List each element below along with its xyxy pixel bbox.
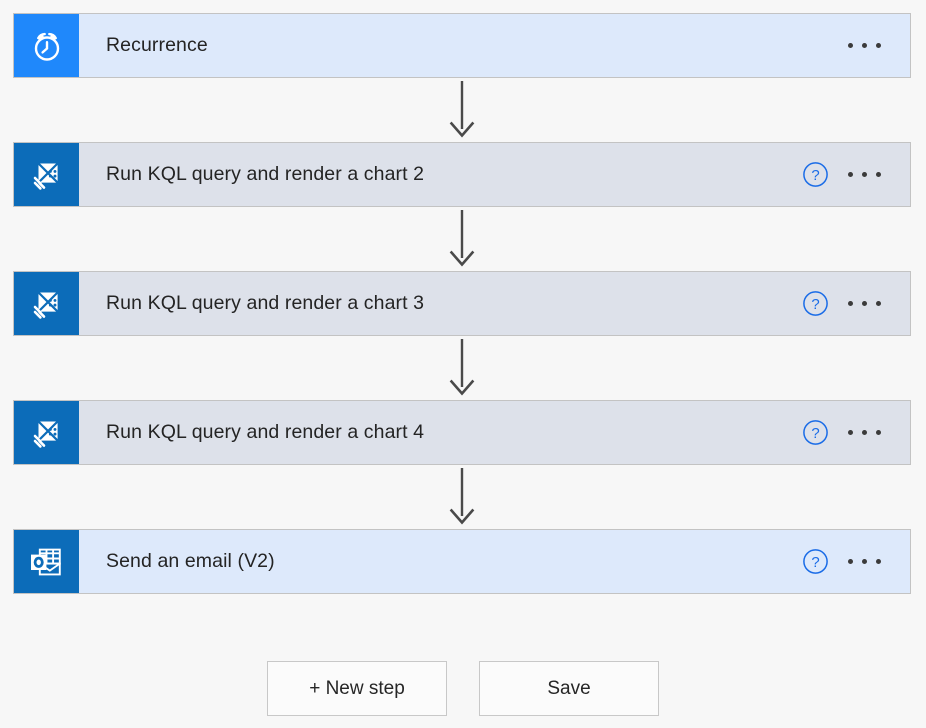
save-button[interactable]: Save (479, 661, 659, 716)
flow-step-card-recurrence[interactable]: Recurrence (13, 13, 911, 78)
flow-step-card-run-kql-query-and-render-a-chart-3[interactable]: Run KQL query and render a chart 3 ? (13, 271, 911, 336)
azure-data-explorer-kite-icon (33, 418, 60, 448)
svg-text:?: ? (811, 296, 819, 313)
svg-text:?: ? (811, 167, 819, 184)
help-icon-button[interactable]: ? (793, 411, 837, 455)
flow-step-controls (837, 14, 910, 77)
outlook-icon (30, 548, 61, 575)
flow-step-title: Run KQL query and render a chart 4 (106, 421, 425, 443)
help-icon-button[interactable]: ? (793, 282, 837, 326)
more-options-icon[interactable] (837, 540, 891, 584)
svg-text:?: ? (811, 425, 819, 442)
flow-connector-arrow (449, 81, 475, 138)
flow-connector (447, 339, 477, 397)
flow-step-controls: ? (793, 272, 910, 335)
flow-step-title: Send an email (V2) (106, 550, 275, 572)
flow-step-card-run-kql-query-and-render-a-chart-4[interactable]: Run KQL query and render a chart 4 ? (13, 400, 911, 465)
help-icon-button[interactable]: ? (793, 540, 837, 584)
alarm-clock-icon (34, 32, 59, 61)
alarm-clock-icon (14, 14, 79, 77)
azure-data-explorer-kite-icon (14, 272, 79, 335)
flow-connector-arrow (449, 210, 475, 267)
flow-connector (447, 210, 477, 268)
flow-step-title: Run KQL query and render a chart 3 (106, 292, 425, 314)
flow-step-card-send-an-email-v2[interactable]: Send an email (V2) ? (13, 529, 911, 594)
flow-step-controls: ? (793, 143, 910, 206)
flow-step-card-run-kql-query-and-render-a-chart-2[interactable]: Run KQL query and render a chart 2 ? (13, 142, 911, 207)
more-options-icon[interactable] (837, 411, 891, 455)
flow-connector-arrow (449, 468, 475, 525)
flow-step-title: Recurrence (106, 34, 208, 56)
flow-step-title: Run KQL query and render a chart 2 (106, 163, 425, 185)
help-icon-button[interactable]: ? (793, 153, 837, 197)
azure-data-explorer-kite-icon (14, 401, 79, 464)
more-options-icon[interactable] (837, 153, 891, 197)
flow-step-controls: ? (793, 401, 910, 464)
more-options-icon[interactable] (837, 24, 891, 68)
flow-connector-arrow (449, 339, 475, 396)
help-icon[interactable]: ? (802, 419, 829, 446)
flow-step-controls: ? (793, 530, 910, 593)
flow-connector (447, 81, 477, 139)
outlook-icon (14, 530, 79, 593)
svg-text:?: ? (811, 554, 819, 571)
azure-data-explorer-kite-icon (33, 289, 60, 319)
azure-data-explorer-kite-icon (14, 143, 79, 206)
help-icon[interactable]: ? (802, 548, 829, 575)
flow-connector (447, 468, 477, 526)
help-icon[interactable]: ? (802, 290, 829, 317)
footer-actions: + New step Save (0, 661, 926, 716)
azure-data-explorer-kite-icon (33, 160, 60, 190)
help-icon[interactable]: ? (802, 161, 829, 188)
new-step-button[interactable]: + New step (267, 661, 447, 716)
more-options-icon[interactable] (837, 282, 891, 326)
